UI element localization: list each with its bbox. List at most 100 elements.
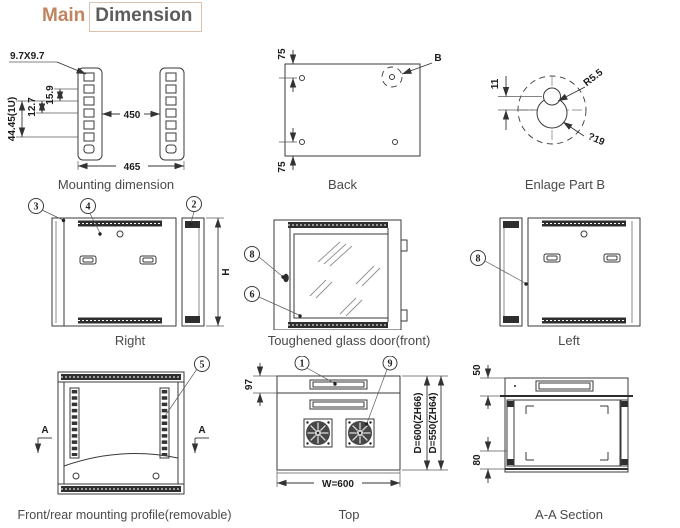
glass-reflections [309,241,381,317]
section-mark-a-left: A [34,425,52,453]
corner-brackets [525,405,609,461]
dim-h: H [221,268,232,275]
panel-mounting-dimension: 9.7X9.7 44.45(1U) 12.7 15.9 450 465 Moun… [0,40,232,192]
detail-b-circle [381,66,403,88]
svg-text:3: 3 [34,202,39,213]
panel-back: B 75 75 Back [235,40,450,192]
left-view-drawing: 8 [470,217,641,327]
mounting-rail-left [69,387,80,459]
panel-left-view: 8 Left [462,196,676,348]
rack-rail-right [159,67,185,161]
panel-enlarge-part-b: 11 R5.5 ?19 Enlage Part B [452,40,678,192]
panel-glass-door-front: 8 6 Toughened glass door(front) [238,196,460,348]
dim-d550: D=550(ZH64) [428,393,439,454]
section-mark-a-right: A [191,425,209,453]
dim-d600: D=600(ZH66) [413,393,424,454]
handle-slots [79,255,157,265]
glass-door-drawing: 8 6 [244,219,408,330]
callout-3: 3 [28,198,66,223]
svg-text:4: 4 [86,202,91,213]
removable-profile-curve [63,453,179,467]
caption-glass-door: Toughened glass door(front) [267,333,431,348]
callout-5: 5 [162,356,210,419]
dim-1u-height: 44.45(1U) [7,97,18,141]
svg-text:8: 8 [250,250,255,261]
callout-9: 9 [364,356,398,426]
panel-right-view: 3 4 2 H Right [24,196,236,348]
callout-8: 8 [244,246,285,279]
caption-right: Right [114,333,146,348]
callout-1: 1 [294,356,337,386]
dim-w600: W=600 [322,479,354,490]
side-channel-right [620,399,629,467]
side-panel [499,217,523,327]
panel-aa-section: 50 80 A-A Section [458,356,680,522]
dim-dia19: ?19 [586,131,607,148]
dim-450: 450 [124,110,141,121]
side-panel [181,217,205,327]
keyhole-icon [536,87,568,129]
svg-text:A: A [41,425,48,436]
side-channel-left [506,399,515,467]
svg-text:5: 5 [200,360,205,371]
dim-hole-size: 9.7X9.7 [10,51,45,62]
cable-entry-slots [309,379,368,410]
glass-pane [293,233,389,319]
svg-text:6: 6 [250,290,255,301]
cabinet-body-outline [63,217,177,327]
dim-75-top: 75 [277,48,288,60]
enlarge-part-b-drawing: 11 R5.5 ?19 [490,67,607,148]
caption-back: Back [328,177,357,192]
dim-97: 97 [244,379,255,391]
aa-section-drawing: 50 80 [472,364,633,483]
callout-8: 8 [470,250,528,286]
caption-enlarge-part-b: Enlage Part B [524,177,606,192]
mounting-profile-drawing: 5 A A [34,356,210,495]
dim-pitch-159: 15.9 [45,85,56,105]
svg-text:A: A [198,425,205,436]
rail-holes [165,72,177,154]
svg-text:2: 2 [192,200,197,211]
lock-icon [283,273,289,283]
dim-80: 80 [472,454,483,466]
dim-75-bottom: 75 [277,161,288,173]
caption-top: Top [338,507,360,522]
handle-slots [543,253,621,263]
mounting-rail-right [159,387,170,459]
cabinet-body-outline [527,217,641,327]
hinges [400,239,408,322]
svg-text:9: 9 [388,359,393,370]
top-view-drawing: 97 W=600 D=600(ZH66) D=550(ZH64) 1 9 [244,356,448,490]
dim-465: 465 [124,162,141,173]
back-panel-outline [284,63,421,157]
back-view-drawing: B 75 75 [277,48,442,173]
front-outline [273,219,402,330]
rail-holes [83,72,95,154]
caption-mounting-dimension: Mounting dimension [57,177,175,192]
panel-top-view: 97 W=600 D=600(ZH66) D=550(ZH64) 1 9 Top [240,356,458,522]
dim-11: 11 [490,78,501,89]
top-slot [535,380,594,392]
callout-6: 6 [244,286,302,318]
detail-label-b: B [434,53,441,64]
right-view-drawing: 3 4 2 H [28,196,232,327]
caption-left: Left [558,333,580,348]
dim-pitch-127: 12.7 [27,97,38,117]
caption-mounting-profile: Front/rear mounting profile(removable) [17,508,232,522]
callout-2: 2 [186,196,202,226]
fan-icon [303,418,333,448]
fan-icon [345,418,375,448]
panel-mounting-profile: 5 A A Front/rear mounting profile(remova… [6,356,243,522]
top-outline [276,375,401,471]
caption-aa-section: A-A Section [535,507,603,522]
callout-4: 4 [80,198,102,236]
title-accent: Main [42,5,86,26]
dim-50: 50 [472,364,483,376]
title-boxed: Dimension [89,2,203,32]
mounting-dimension-drawing: 9.7X9.7 44.45(1U) 12.7 15.9 450 465 [7,51,185,173]
mounting-holes [299,74,398,145]
svg-text:1: 1 [300,359,305,370]
rack-rail-left [77,67,103,161]
